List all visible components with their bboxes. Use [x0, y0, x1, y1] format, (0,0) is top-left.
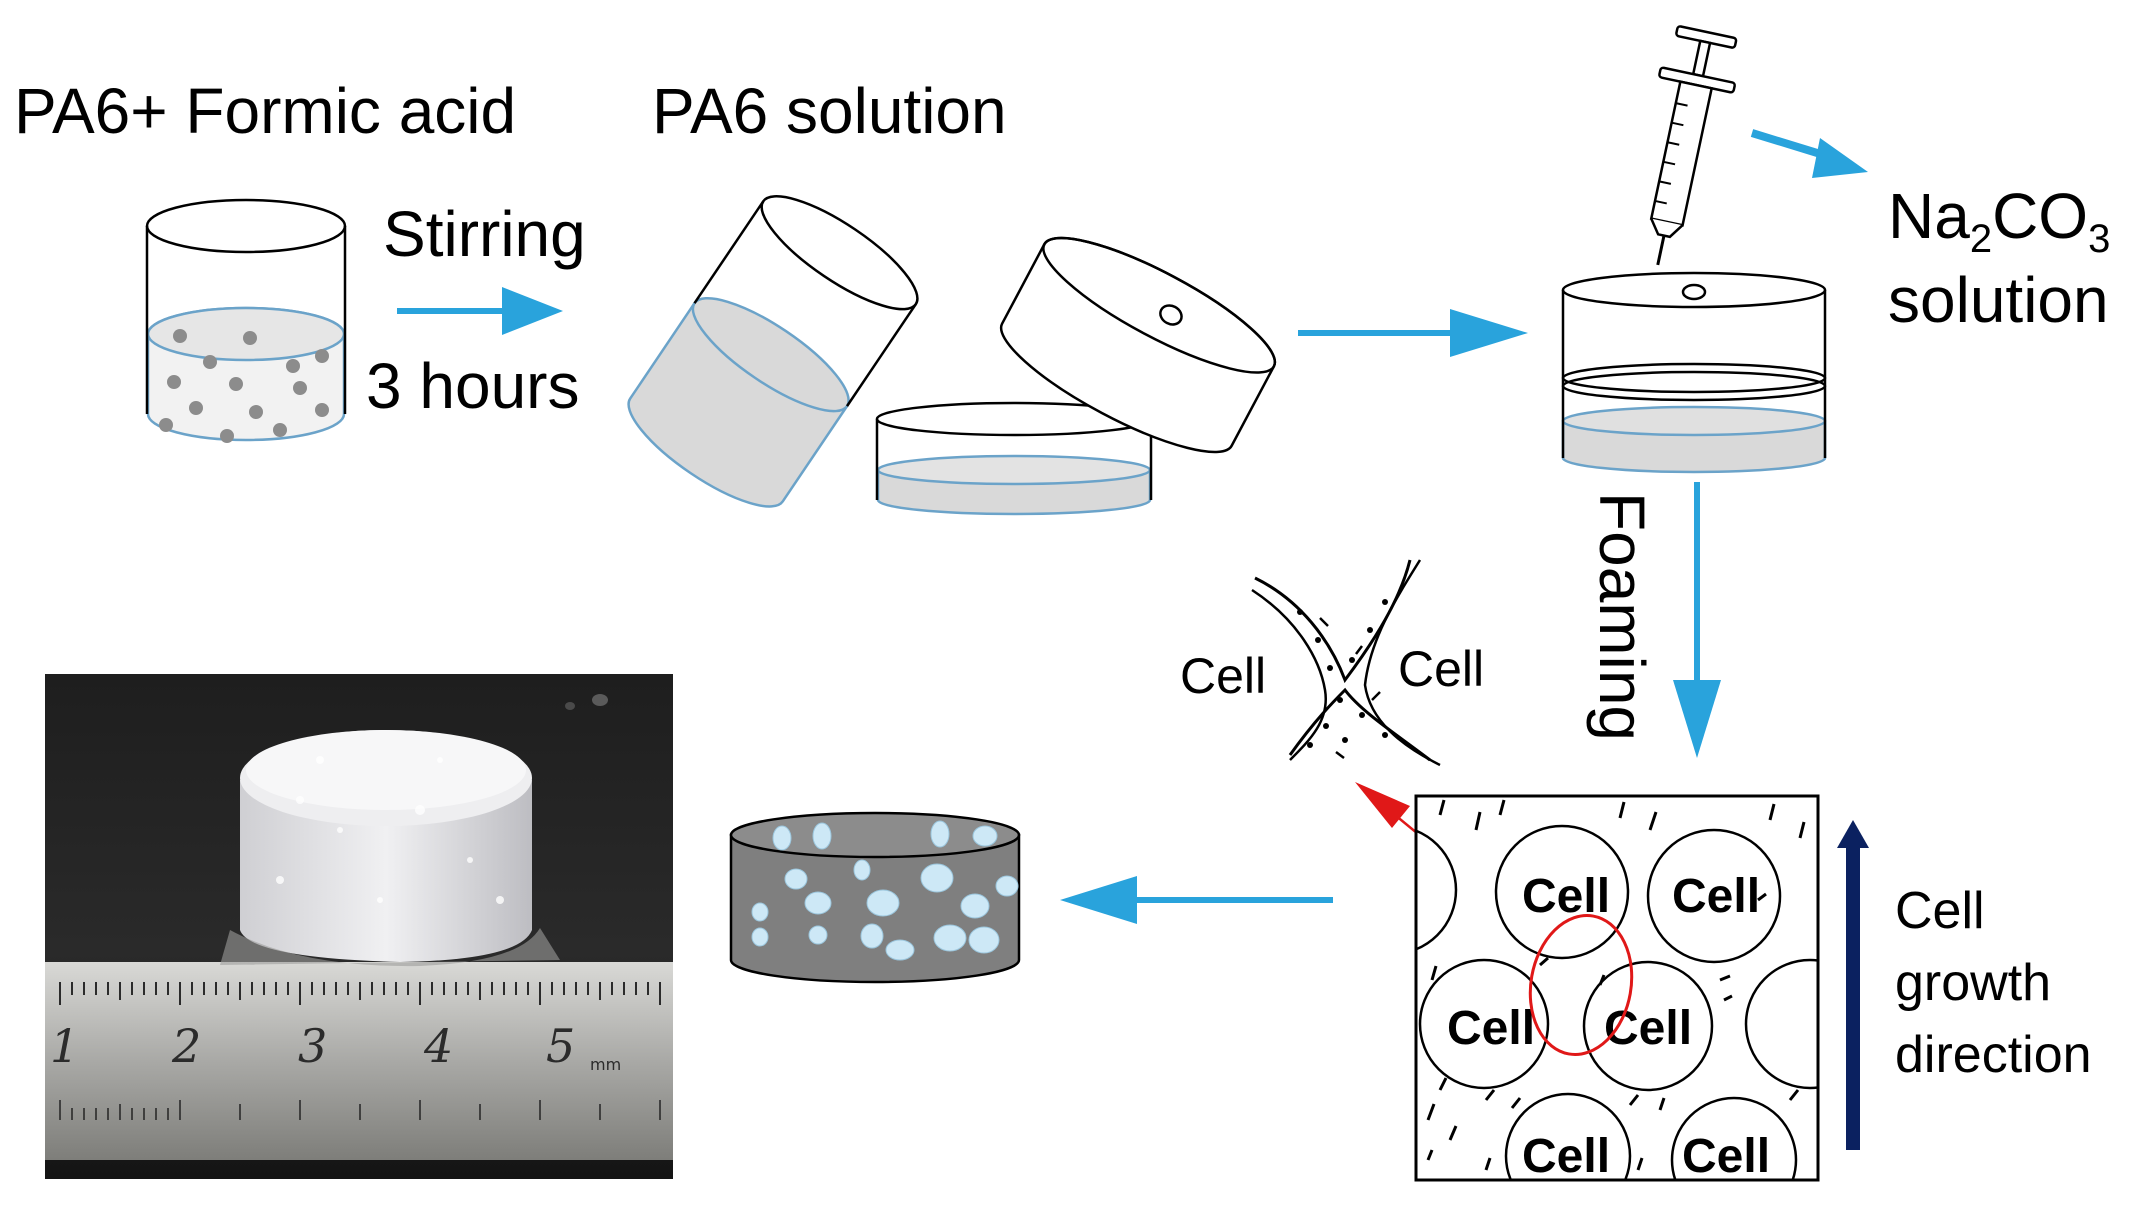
stir-time-label: 3 hours [366, 350, 579, 422]
cell-label-3: Cell [1447, 1002, 1535, 1055]
ruler-number-5: 5 [546, 1019, 575, 1073]
beaker-icon [145, 198, 347, 443]
ruler: 1 2 3 4 5 mm [45, 962, 673, 1160]
junction-highlight-circle [1528, 914, 1634, 1056]
stirring-label: Stirring [383, 198, 586, 270]
ruler-unit-label: mm [590, 1055, 621, 1074]
growth-label-line1: Cell [1895, 882, 1985, 940]
step1-label: PA6+ Formic acid [14, 75, 516, 147]
ruler-number-3: 3 [298, 1019, 327, 1073]
foaming-arrow [1673, 482, 1721, 758]
ruler-number-1: 1 [50, 1019, 79, 1073]
mold-lid-icon [999, 236, 1277, 454]
reagent-arrow [1750, 129, 1868, 178]
transfer-arrow [1298, 309, 1528, 357]
ruler-number-4: 4 [423, 1019, 453, 1073]
growth-label-line3: direction [1895, 1026, 2092, 1084]
foam-sample [220, 730, 560, 967]
na2co3-solution-label: solution [1888, 264, 2109, 336]
foam-cylinder-icon [729, 811, 1021, 984]
foaming-label: Foaming [1586, 492, 1658, 741]
petri-dish-icon [875, 401, 1153, 516]
cell-wall-junction-icon [1251, 559, 1441, 767]
na2co3-label: Na2CO3 [1888, 180, 2110, 261]
cell-label-1: Cell [1522, 870, 1610, 923]
polymer-particles [159, 329, 329, 443]
cell-label-left: Cell [1180, 648, 1266, 704]
demold-arrow [1060, 876, 1333, 924]
cell-label-5: Cell [1522, 1130, 1610, 1183]
foam-sample-photo: 1 2 3 4 5 mm [45, 674, 673, 1179]
mold-icon [1561, 271, 1827, 474]
cell-label-4: Cell [1604, 1002, 1692, 1055]
step2-label: PA6 solution [652, 75, 1007, 147]
growth-label-line2: growth [1895, 954, 2051, 1012]
cell-label-2: Cell [1672, 870, 1760, 923]
growth-direction-arrow [1837, 820, 1869, 1150]
cell-label-right: Cell [1398, 641, 1484, 697]
ruler-number-2: 2 [171, 1019, 201, 1073]
foam-cell-structure: Cell Cell Cell Cell Cell Cell [1414, 794, 1820, 1183]
cell-label-6: Cell [1682, 1130, 1770, 1183]
syringe-icon [1649, 25, 1738, 266]
stirring-arrow [397, 287, 563, 335]
tilted-beaker-icon [627, 195, 919, 508]
